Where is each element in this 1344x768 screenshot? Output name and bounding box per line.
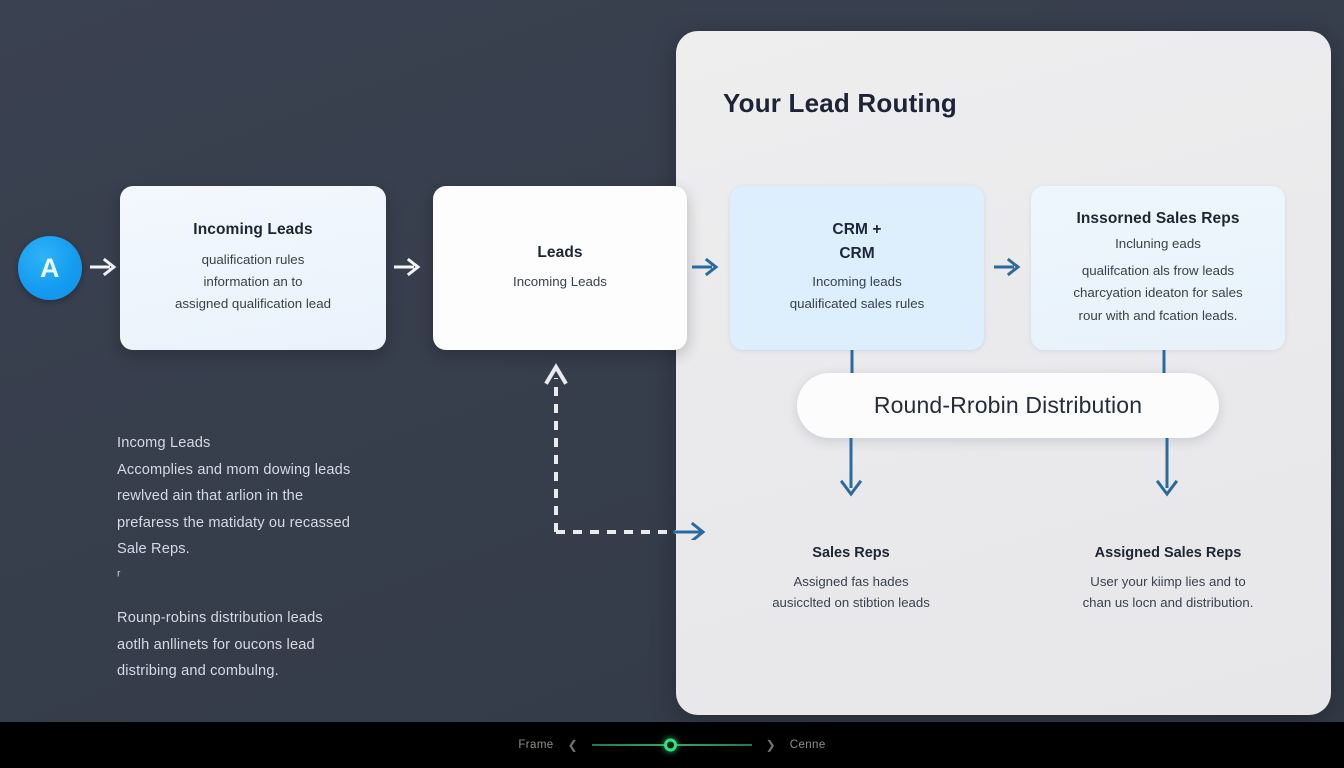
card-body-line: qualificated sales rules [789,296,925,312]
connector-crm-to-pill [848,350,856,376]
card-body-line: qualifcation als frow leads [1081,262,1235,278]
block-line: User your kiimp lies and to [1090,574,1246,589]
card-body-line: Incoming Leads [513,274,607,290]
card-body-line: rour with and fcation leads. [1078,307,1238,323]
caption-text: Incomg Leads Accomplies and mom dowing l… [117,430,417,685]
card-title: Leads [537,243,583,261]
avatar[interactable]: A [18,236,82,300]
card-body-line: information an to [203,274,303,290]
card-subtitle: Incluning eads [1115,235,1201,251]
card-body-line: assigned qualification lead [175,296,331,312]
chevron-right-icon[interactable]: ❯ [765,738,776,752]
arrow-incoming-to-leads [392,252,424,282]
caption-line: Incomg Leads [117,435,211,451]
caption-line: rewlved ain that arlion in the [117,488,304,505]
caption-line: Rounр-robins distribution leads [117,610,323,627]
slider-knob[interactable] [663,738,677,752]
caption-line: Accomplies and mom dowing leads [117,461,351,478]
arrow-crm-to-reps [992,252,1024,282]
card-body: Incoming Leads [513,271,607,293]
bottom-toolbar: Frame ❮ ❯ Cenne [0,722,1344,768]
card-title: Incoming Leads [193,221,313,239]
card-assigned-sales-reps[interactable]: Inssorned Sales Reps Incluning eads qual… [1031,186,1285,350]
frame-slider[interactable] [591,738,752,752]
caption-line: ʳ [117,567,121,584]
frame-label: Frame [518,739,554,751]
page-title: Your Lead Routing [723,88,958,118]
arrow-avatar-to-incoming [88,252,120,282]
block-line: ausicclted on stibtion leads [772,595,930,611]
caption-line: prefaress the matidaty ou recassed [117,514,351,531]
card-subtitle: CRM [839,244,875,262]
card-leads[interactable]: Leads Incoming Leads [433,186,687,350]
block-line: chan us locn and distribution. [1082,595,1254,611]
card-body-line: qualification rules [201,251,305,267]
card-title: CRM + [832,221,882,239]
card-body: Incoming leads qualificated sales rules [790,271,925,316]
arrow-leads-to-crm [690,252,722,282]
scene-label: Cenne [789,739,826,751]
block-title: Sales Reps [812,545,890,561]
card-incoming-leads[interactable]: Incoming Leads qualification rules infor… [120,186,386,350]
caption-line: aotlh anllinets for oucons lead [117,636,315,653]
caption-line: Sale Reps. [117,541,190,558]
block-line: Assigned fas hades [793,574,909,589]
block-title: Assigned Sales Reps [1094,545,1242,561]
chevron-left-icon[interactable]: ❮ [567,738,578,752]
card-body: qualifcation als frow leads charcyation … [1073,260,1242,327]
arrow-pill-to-sales-reps [837,438,865,506]
card-crm[interactable]: CRM + CRM Incoming leads qualificated sa… [730,186,984,350]
block-sales-reps: Sales Reps Assigned fas hades ausicclted… [741,545,961,614]
caption-spacer [117,589,417,605]
connector-reps-to-pill [1160,350,1168,376]
card-body: qualification rules information an to as… [175,249,331,316]
arrow-pill-to-assigned-reps [1153,438,1181,506]
dashed-feedback-arrow [543,360,713,540]
caption-line: distribing and combulng. [117,663,279,680]
card-title: Inssorned Sales Reps [1076,210,1240,228]
round-robin-distribution-pill[interactable]: Round-Rrobin Distribution [797,373,1219,438]
block-assigned-sales-reps: Assigned Sales Reps User your kiimp lies… [1055,545,1281,614]
avatar-initial: A [40,252,60,283]
pill-label: Round-Rrobin Distribution [873,392,1143,418]
card-body-line: Incoming leads [812,273,902,289]
card-body-line: charcyation ideaton for sales [1073,285,1243,301]
